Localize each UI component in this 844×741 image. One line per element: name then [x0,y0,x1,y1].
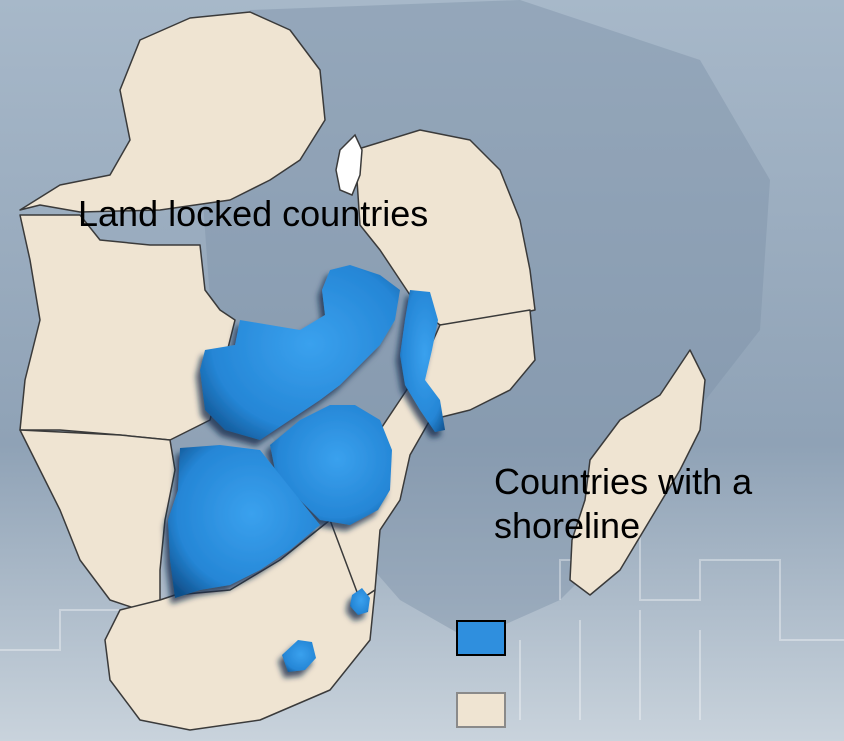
shoreline-label-line-1: Countries with a [494,461,753,502]
country-madagascar [569,349,706,596]
country-south-africa [104,519,376,731]
country-drc [19,11,326,213]
country-lesotho [282,640,316,672]
shoreline-countries-label: Countries with a shoreline [494,460,752,548]
country-zambia [200,265,400,440]
legend-swatch-shoreline [456,692,506,728]
country-rwanda-burundi [335,133,363,196]
country-swaziland [350,588,370,615]
shoreline-countries [19,11,706,731]
shoreline-label-line-2: shoreline [494,505,641,546]
country-zimbabwe [270,405,392,525]
country-malawi [400,290,445,432]
legend-swatch-landlocked [456,620,506,656]
landlocked-countries-label: Land locked countries [78,193,429,234]
country-botswana [168,445,320,598]
landlocked-countries [168,265,445,672]
